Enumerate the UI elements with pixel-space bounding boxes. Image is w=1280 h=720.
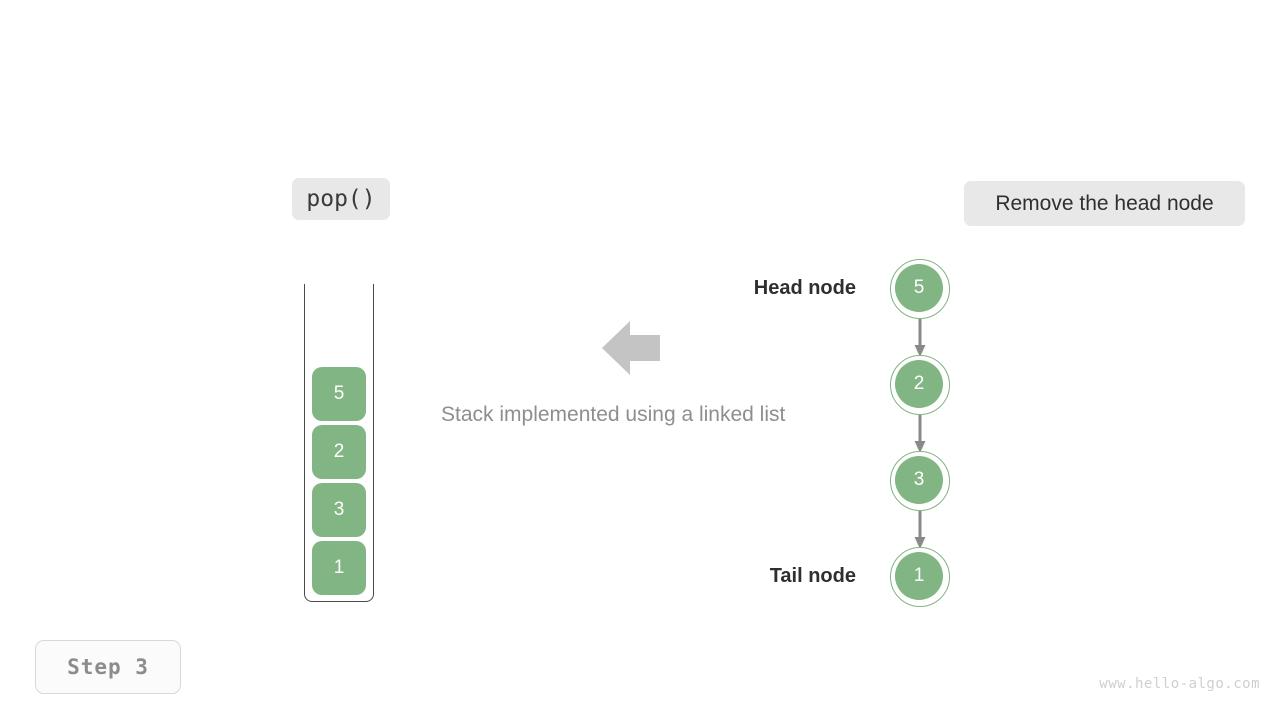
stack-cell: 3 — [312, 483, 366, 537]
head-node-label: Head node — [753, 277, 856, 299]
tail-node-label: Tail node — [769, 565, 856, 587]
linked-list: 5 2 3 1 — [890, 259, 950, 607]
stack-cell: 5 — [312, 367, 366, 421]
arrow-down-icon — [914, 511, 926, 549]
stack-container: 5 2 3 1 — [304, 284, 374, 602]
arrow-down-icon — [914, 415, 926, 453]
caption-text: Stack implemented using a linked list — [441, 403, 786, 426]
stack-cell: 1 — [312, 541, 366, 595]
stack-cell: 2 — [312, 425, 366, 479]
stack-frame — [304, 284, 374, 602]
list-node: 3 — [890, 451, 950, 511]
arrow-down-icon — [914, 319, 926, 357]
stack-cell-list: 5 2 3 1 — [304, 363, 374, 595]
list-node: 2 — [890, 355, 950, 415]
list-node-value: 1 — [895, 552, 943, 600]
arrow-left-icon — [602, 321, 660, 375]
list-node-value: 5 — [895, 264, 943, 312]
list-node: 5 — [890, 259, 950, 319]
action-description-badge: Remove the head node — [964, 181, 1245, 226]
list-node: 1 — [890, 547, 950, 607]
operation-badge: pop() — [292, 178, 390, 220]
watermark: www.hello-algo.com — [1099, 676, 1260, 692]
list-node-value: 2 — [895, 360, 943, 408]
step-badge: Step 3 — [35, 640, 181, 694]
list-node-value: 3 — [895, 456, 943, 504]
